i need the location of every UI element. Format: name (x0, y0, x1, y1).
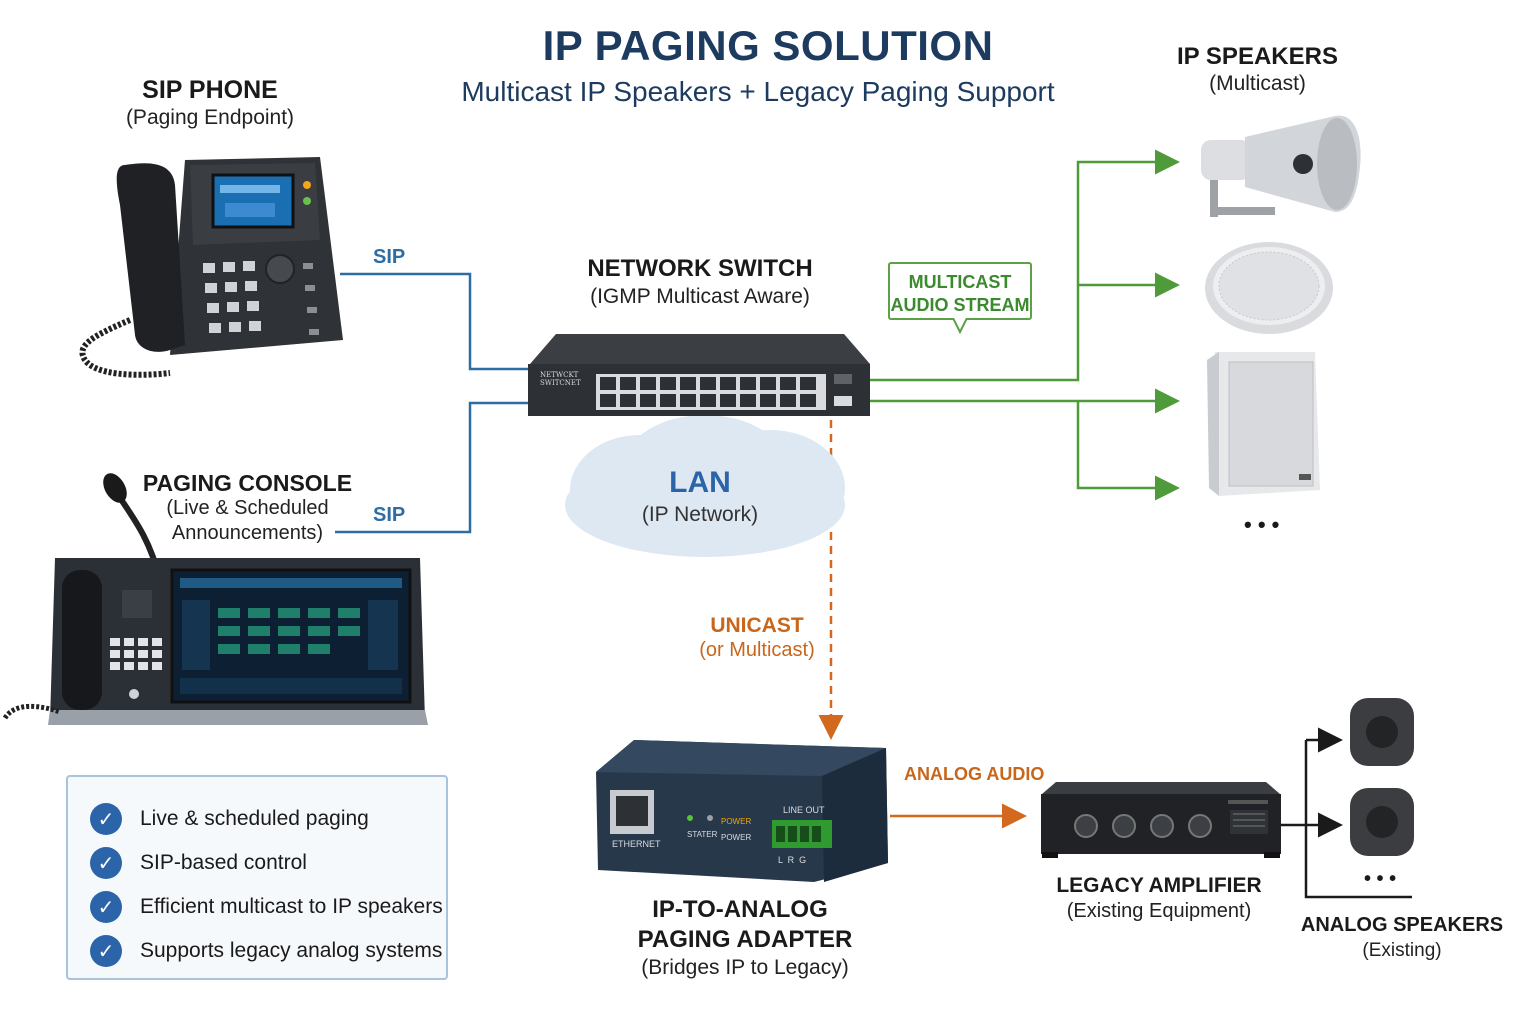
analog-audio-label: ANALOG AUDIO (904, 764, 1045, 784)
multicast-label-2: AUDIO STREAM (890, 295, 1030, 315)
network-switch-icon (528, 334, 870, 416)
diagram-subtitle: Multicast IP Speakers + Legacy Paging Su… (461, 76, 1055, 107)
analog-speaker-1-icon (1350, 698, 1414, 766)
amplifier-title: LEGACY AMPLIFIER (1056, 874, 1262, 897)
network-switch-title: NETWORK SWITCH (587, 255, 813, 282)
sip-phone-connection-label: SIP (373, 246, 406, 268)
paging-console-desc-1: (Live & Scheduled (166, 497, 329, 519)
horn-speaker-icon (1201, 115, 1361, 217)
ip-speakers-more: • • • (1244, 512, 1280, 537)
paging-console-icon (2, 473, 428, 725)
switch-brand-text: NETWCKT SWITCNET (540, 371, 581, 387)
adapter-status-label: STATER (687, 830, 718, 839)
paging-console-title: PAGING CONSOLE (142, 470, 353, 496)
adapter-title-2: PAGING ADAPTER (637, 926, 853, 953)
adapter-lrg-label: L R G (778, 855, 807, 865)
multicast-label-1: MULTICAST (908, 272, 1012, 292)
checkmark-icon: ✓ (90, 891, 122, 923)
adapter-ethernet-label: ETHERNET (612, 839, 661, 849)
amplifier-desc: (Existing Equipment) (1066, 900, 1252, 922)
paging-console-desc-2: Announcements) (171, 522, 324, 544)
lan-desc: (IP Network) (641, 503, 759, 526)
analog-speakers-title: ANALOG SPEAKERS (1300, 914, 1504, 936)
checkmark-icon: ✓ (90, 847, 122, 879)
feature-text: Efficient multicast to IP speakers (140, 895, 443, 918)
sip-phone-icon (79, 157, 343, 378)
analog-speakers-more: • • • (1364, 868, 1397, 890)
adapter-title-1: IP-TO-ANALOG (652, 896, 828, 923)
feature-text: SIP-based control (140, 851, 307, 874)
switch-brand-line-2: SWITCNET (540, 379, 581, 387)
multicast-callout-pointer (952, 318, 968, 334)
switch-brand-line-1: NETWCKT (540, 371, 579, 379)
multicast-line-top (870, 149, 1180, 382)
unicast-sublabel: (or Multicast) (699, 639, 815, 661)
checkmark-icon: ✓ (90, 803, 122, 835)
sip-console-line (335, 401, 530, 534)
ip-speakers-desc: (Multicast) (1209, 72, 1306, 95)
analog-speaker-bus (1304, 740, 1412, 899)
wall-speaker-icon (1207, 352, 1320, 496)
diagram-title-block: IP PAGING SOLUTION Multicast IP Speakers… (0, 22, 1536, 108)
network-switch-desc: (IGMP Multicast Aware) (590, 285, 810, 308)
diagram-title: IP PAGING SOLUTION (542, 22, 994, 69)
feature-text: Supports legacy analog systems (140, 939, 443, 962)
analog-speaker-2-icon (1350, 788, 1414, 856)
feature-list: ✓ Live & scheduled paging ✓ SIP-based co… (66, 775, 448, 980)
sip-phone-desc: (Paging Endpoint) (125, 106, 295, 129)
analog-speakers-desc: (Existing) (1362, 940, 1442, 961)
feature-item: ✓ SIP-based control (90, 841, 446, 885)
ceiling-speaker-icon (1205, 242, 1333, 334)
adapter-lineout-label: LINE OUT (783, 805, 825, 815)
feature-item: ✓ Live & scheduled paging (90, 797, 446, 841)
unicast-label: UNICAST (710, 614, 804, 637)
adapter-power2-label: POWER (721, 833, 752, 842)
amplifier-icon (1041, 782, 1281, 858)
checkmark-icon: ✓ (90, 935, 122, 967)
lan-cloud (565, 415, 845, 557)
sip-phone-title: SIP PHONE (142, 76, 278, 104)
sip-phone-line (340, 272, 530, 371)
multicast-line-4 (1076, 401, 1180, 501)
lan-label: LAN (669, 466, 731, 499)
sip-console-connection-label: SIP (373, 504, 406, 526)
multicast-callout: MULTICAST AUDIO STREAM (888, 262, 1032, 320)
adapter-power-label: POWER (721, 817, 752, 826)
feature-text: Live & scheduled paging (140, 807, 369, 830)
paging-adapter-icon (596, 740, 888, 882)
ip-speakers-title: IP SPEAKERS (1177, 43, 1338, 70)
adapter-desc: (Bridges IP to Legacy) (641, 956, 849, 979)
feature-item: ✓ Efficient multicast to IP speakers (90, 885, 446, 929)
feature-item: ✓ Supports legacy analog systems (90, 929, 446, 973)
